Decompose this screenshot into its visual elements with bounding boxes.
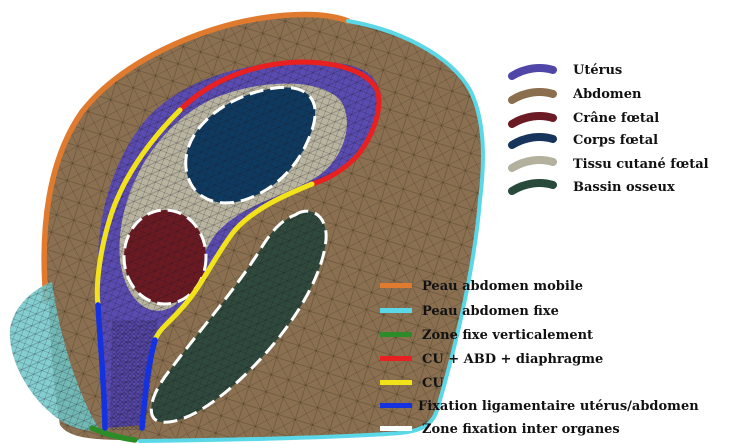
legend-label-skin-mobile: Peau abdomen mobile [422, 279, 583, 294]
legend-label-crane: Crâne fœtal [573, 111, 659, 126]
legend-label-corps: Corps fœtal [573, 133, 658, 148]
legend-item-ligament: Fixation ligamentaire utérus/abdomen [380, 399, 699, 414]
purple-swatch [512, 68, 553, 76]
dark-green-swatch [512, 183, 553, 191]
gray-swatch [512, 160, 553, 168]
legend-item-crane: Crâne fœtal [512, 111, 659, 126]
legend-label-bassin: Bassin osseux [573, 180, 675, 195]
legend-item-uterus: Utérus [512, 63, 622, 78]
legend-label-abdomen: Abdomen [572, 87, 642, 102]
legend-label-inter-organ: Zone fixation inter organes [422, 422, 620, 437]
legend-materials: Utérus Abdomen Crâne fœtal Corps fœtal T… [512, 63, 709, 195]
orange-swatch [380, 283, 412, 288]
legend-item-tissu: Tissu cutané fœtal [512, 157, 709, 172]
legend-label-fixed-vertical: Zone fixe verticalement [422, 328, 593, 343]
legend-label-skin-fixed: Peau abdomen fixe [422, 304, 559, 319]
legend-item-bassin: Bassin osseux [512, 180, 675, 195]
legend-label-uterus: Utérus [573, 63, 622, 78]
navy-swatch [512, 137, 553, 145]
legend-label-cu: CU [422, 376, 444, 391]
legend-item-corps: Corps fœtal [512, 133, 658, 148]
green-swatch [380, 332, 412, 337]
yellow-swatch [380, 380, 412, 385]
white-swatch [380, 426, 412, 431]
red-swatch [380, 356, 412, 361]
legend-label-cu-abd-diaphragm: CU + ABD + diaphragme [422, 352, 603, 367]
legend-label-tissu: Tissu cutané fœtal [573, 157, 709, 172]
blue-swatch [380, 403, 412, 408]
brown-swatch [512, 92, 553, 100]
legend-label-ligament: Fixation ligamentaire utérus/abdomen [418, 399, 699, 414]
legend-item-abdomen: Abdomen [512, 87, 642, 102]
cyan-swatch [380, 308, 412, 313]
dark-red-swatch [512, 116, 553, 124]
